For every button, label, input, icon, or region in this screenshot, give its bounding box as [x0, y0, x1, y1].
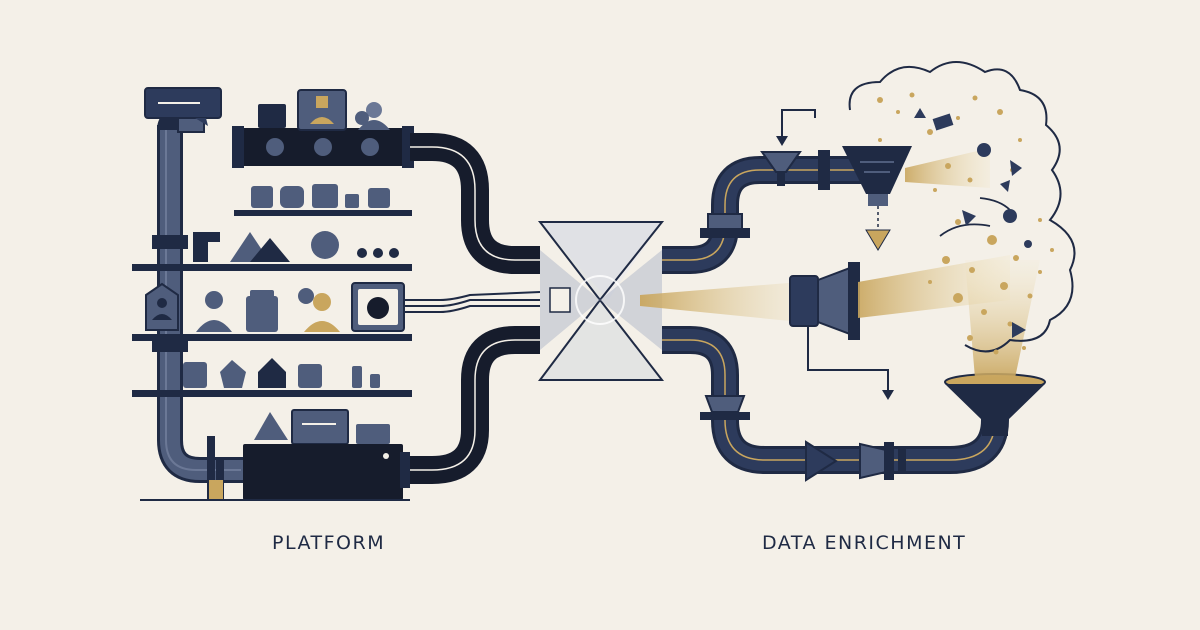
collection-funnel-icon — [944, 373, 1046, 436]
data-particles — [877, 92, 1054, 355]
platform-section — [132, 87, 541, 501]
platform-main-pipe-lower — [405, 326, 540, 484]
shelf — [132, 358, 412, 397]
small-funnel-icon — [760, 151, 802, 186]
shelf — [132, 231, 412, 271]
data-shapes — [914, 108, 1032, 338]
projector-icon — [789, 262, 860, 340]
data-wires — [404, 291, 541, 301]
pipe-coupling — [152, 235, 188, 249]
chat-bubble-icon — [144, 87, 222, 126]
user-group-icon — [355, 102, 390, 130]
data-server-block — [207, 409, 403, 500]
inline-valve — [859, 442, 887, 480]
profile-card-icon — [297, 89, 347, 131]
conveyor-roller — [314, 138, 332, 156]
shelf — [234, 184, 412, 216]
conveyor-roller — [361, 138, 379, 156]
flow-arrow — [807, 326, 889, 392]
platform-label: PLATFORM — [272, 532, 386, 554]
conveyor-roller — [266, 138, 284, 156]
hourglass-valve — [537, 221, 665, 381]
enrichment-beam — [965, 260, 1040, 378]
data-enrichment-label: DATA ENRICHMENT — [762, 532, 967, 554]
user-badge-icon — [145, 282, 179, 331]
top-conveyor — [232, 89, 414, 168]
data-cloud — [848, 61, 1076, 353]
filter-funnel-icon — [842, 146, 912, 206]
flow-arrow — [781, 109, 816, 140]
enrichment-section — [662, 61, 1076, 482]
flow-direction-arrow — [805, 440, 838, 482]
enrichment-upper-pipe — [662, 156, 870, 274]
enrichment-beam — [640, 282, 800, 322]
pipe-coupling — [152, 338, 188, 352]
